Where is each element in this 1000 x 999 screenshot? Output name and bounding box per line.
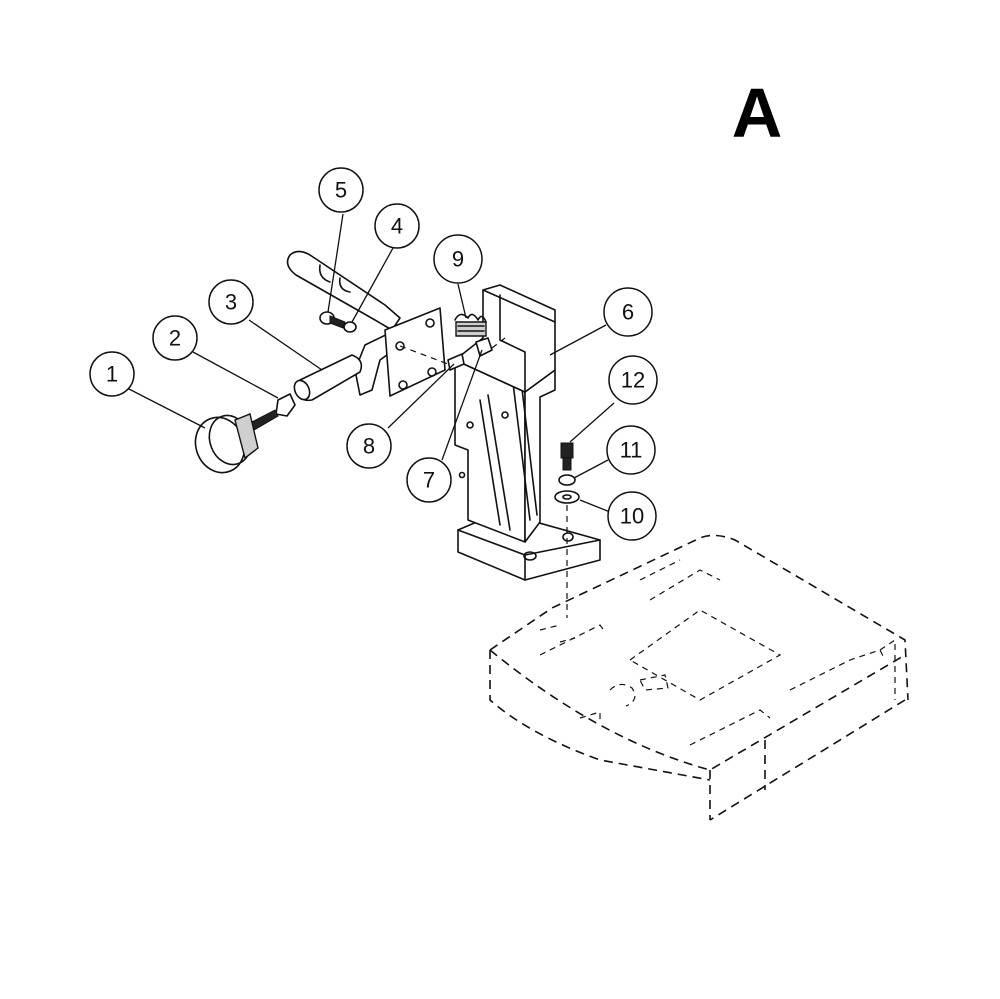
leader-lines: [126, 213, 615, 513]
svg-text:11: 11: [620, 438, 643, 463]
callout-3: 3: [208, 279, 254, 325]
svg-text:5: 5: [335, 178, 347, 203]
callout-2: 2: [152, 315, 198, 361]
handle-assembly: [194, 250, 506, 474]
callout-5: 5: [318, 167, 364, 213]
callout-12: 12: [608, 355, 658, 405]
callout-7: 7: [406, 457, 452, 503]
callout-10: 10: [607, 491, 657, 541]
svg-text:7: 7: [423, 468, 435, 493]
svg-text:1: 1: [106, 362, 118, 387]
callout-6: 6: [603, 287, 653, 337]
callout-11: 11: [606, 425, 656, 475]
svg-text:10: 10: [620, 504, 644, 529]
svg-text:4: 4: [391, 214, 403, 239]
fastener-stack: [554, 442, 580, 618]
svg-text:2: 2: [169, 326, 181, 351]
svg-text:3: 3: [225, 290, 237, 315]
bracket-part-6: [454, 284, 601, 581]
svg-text:12: 12: [621, 368, 645, 393]
callout-9: 9: [433, 234, 483, 284]
seat-base-phantom: [489, 534, 909, 821]
callout-1: 1: [89, 351, 135, 397]
figure-letter: A: [732, 74, 783, 152]
callout-4: 4: [374, 203, 420, 249]
callout-8: 8: [346, 423, 392, 469]
svg-text:6: 6: [622, 300, 634, 325]
svg-text:9: 9: [452, 247, 464, 272]
svg-text:8: 8: [363, 434, 375, 459]
spring-part-9: [454, 313, 487, 337]
